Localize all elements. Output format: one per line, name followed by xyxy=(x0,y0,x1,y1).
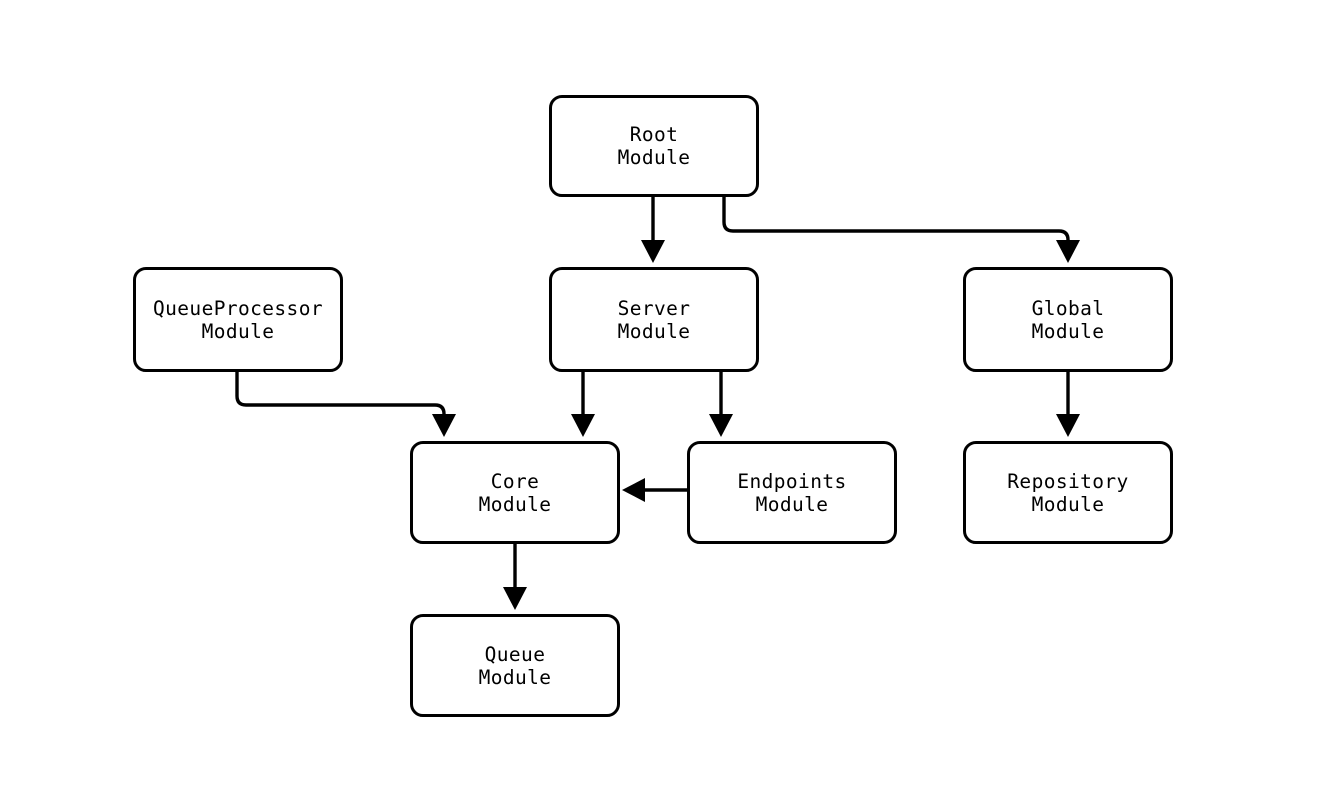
arrowhead-global-repository xyxy=(1056,414,1080,437)
node-endpoints-module-line1: Endpoints xyxy=(737,469,847,493)
node-endpoints-module-line2: Module xyxy=(755,492,829,516)
arrowhead-server-core xyxy=(571,414,595,437)
node-core-module-line1: Core xyxy=(490,469,540,493)
arrowhead-endpoints-core xyxy=(622,478,645,502)
edge-root-global xyxy=(722,197,1070,247)
edge-queueprocessor-core xyxy=(235,372,446,421)
node-queue-module-line1: Queue xyxy=(484,642,546,666)
node-repository-module[interactable]: Repository Module xyxy=(963,441,1173,544)
node-queueprocessor-module[interactable]: QueueProcessor Module xyxy=(133,267,343,372)
node-endpoints-module[interactable]: Endpoints Module xyxy=(687,441,897,544)
node-global-module-line2: Module xyxy=(1031,319,1105,343)
node-server-module-line2: Module xyxy=(617,319,691,343)
node-repository-module-line1: Repository xyxy=(1007,469,1129,493)
arrowhead-server-endpoints xyxy=(709,414,733,437)
arrowhead-root-global xyxy=(1056,240,1080,263)
node-queueprocessor-module-line2: Module xyxy=(201,319,275,343)
node-queue-module-line2: Module xyxy=(478,665,552,689)
node-global-module-line1: Global xyxy=(1031,296,1105,320)
node-server-module-line1: Server xyxy=(617,296,691,320)
arrowhead-core-queue xyxy=(503,587,527,610)
node-root-module-line2: Module xyxy=(617,146,691,169)
node-core-module-line2: Module xyxy=(478,492,552,516)
node-root-module-line1: Root xyxy=(629,123,679,146)
arrowhead-queueprocessor-core xyxy=(432,414,456,437)
node-queueprocessor-module-line1: QueueProcessor xyxy=(153,296,323,320)
node-root-module[interactable]: Root Module xyxy=(549,95,759,197)
arrowhead-root-server xyxy=(641,240,665,263)
node-queue-module[interactable]: Queue Module xyxy=(410,614,620,717)
node-global-module[interactable]: Global Module xyxy=(963,267,1173,372)
node-repository-module-line2: Module xyxy=(1031,492,1105,516)
node-server-module[interactable]: Server Module xyxy=(549,267,759,372)
node-core-module[interactable]: Core Module xyxy=(410,441,620,544)
